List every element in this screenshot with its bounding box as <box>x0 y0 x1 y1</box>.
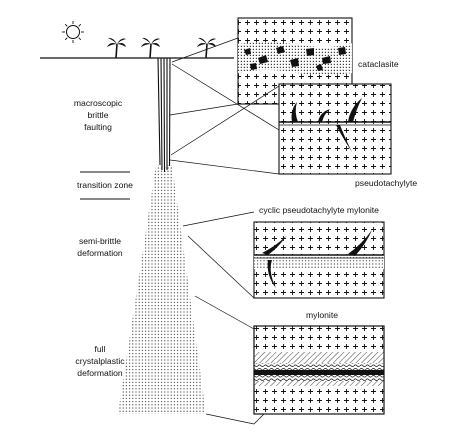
palm-tree-icon <box>107 37 126 59</box>
cyclic-pseudotachylyte-mylonite-inset <box>253 221 385 299</box>
ductile-shear-zone <box>118 165 206 414</box>
semi-brittle-deformation-label: semi-brittle deformation <box>77 236 123 258</box>
cyclic-pseudotachylyte-mylonite-label: cyclic pseudotachylyte mylonite <box>259 205 379 215</box>
mylonite-label: mylonite <box>306 310 338 320</box>
leader-lines <box>169 37 280 425</box>
cataclasite-inset <box>237 17 353 105</box>
svg-text:deformation: deformation <box>77 248 123 258</box>
sun-icon <box>62 21 84 43</box>
svg-text:crystalplastic: crystalplastic <box>75 356 125 366</box>
svg-text:macroscopic: macroscopic <box>74 98 123 108</box>
palm-tree-icon <box>141 37 160 59</box>
pseudotachylyte-label: pseudotachylyte <box>355 178 417 188</box>
mylonite-inset <box>253 325 385 415</box>
transition-zone-label: transition zone <box>77 180 133 190</box>
pseudotachylyte-inset <box>278 83 392 175</box>
macroscopic-brittle-faulting-label: macroscopic brittle faulting <box>74 98 123 132</box>
brittle-fault-lines <box>157 57 171 173</box>
svg-text:faulting: faulting <box>84 122 112 132</box>
cataclasite-label: cataclasite <box>358 59 399 69</box>
svg-text:deformation: deformation <box>77 368 123 378</box>
full-crystalplastic-deformation-label: full crystalplastic deformation <box>75 344 125 378</box>
svg-text:semi-brittle: semi-brittle <box>79 236 121 246</box>
palm-tree-icon <box>197 37 216 59</box>
svg-text:full: full <box>95 344 106 354</box>
svg-text:brittle: brittle <box>87 110 108 120</box>
